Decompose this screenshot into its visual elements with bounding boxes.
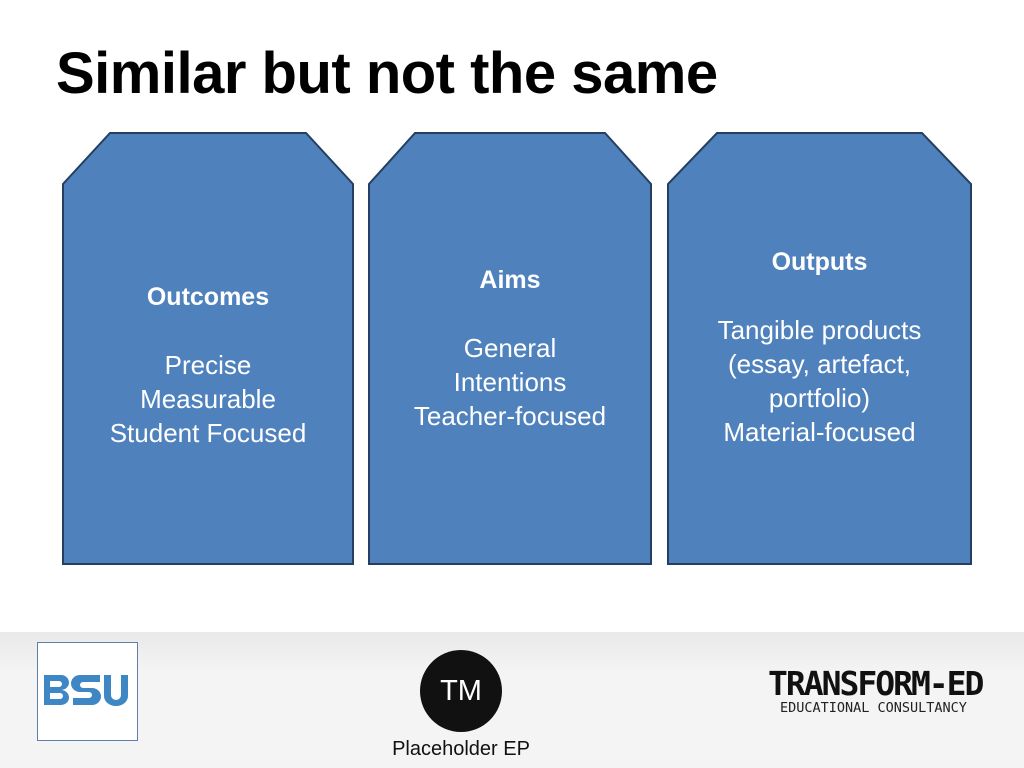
card-heading: Aims bbox=[479, 266, 541, 294]
placeholder-caption: Placeholder EP bbox=[392, 738, 530, 760]
transform-ed-logo: TRANSFORM-ED EDUCATIONAL CONSULTANCY bbox=[768, 664, 988, 724]
card-line: Student Focused bbox=[109, 418, 307, 448]
transform-ed-title: TRANSFORM-ED bbox=[768, 664, 984, 703]
card-line: Material-focused bbox=[723, 417, 916, 447]
card-text: Outputs Tangible products (essay, artefa… bbox=[667, 245, 972, 449]
card-aims: Aims General Intentions Teacher-focused bbox=[368, 132, 652, 565]
card-line: (essay, artefact, bbox=[727, 349, 912, 379]
card-line: General bbox=[463, 333, 557, 363]
card-shape bbox=[667, 132, 972, 565]
transform-ed-subtitle: EDUCATIONAL CONSULTANCY bbox=[780, 700, 967, 716]
footer-bar bbox=[0, 632, 1024, 768]
card-line: Teacher-focused bbox=[413, 401, 607, 431]
card-text: Outcomes Precise Measurable Student Focu… bbox=[62, 280, 354, 450]
card-shape bbox=[368, 132, 652, 565]
tm-logo: TM bbox=[420, 650, 502, 732]
card-outcomes: Outcomes Precise Measurable Student Focu… bbox=[62, 132, 354, 565]
card-outputs: Outputs Tangible products (essay, artefa… bbox=[667, 132, 972, 565]
card-line: Precise bbox=[164, 350, 252, 380]
card-heading: Outputs bbox=[771, 248, 868, 276]
card-line: portfolio) bbox=[768, 383, 871, 413]
card-heading: Outcomes bbox=[146, 283, 270, 311]
slide-title: Similar but not the same bbox=[56, 41, 718, 106]
card-line: Tangible products bbox=[717, 315, 922, 345]
bsu-logo-graphic bbox=[44, 675, 128, 706]
card-line: Intentions bbox=[453, 367, 567, 397]
card-shape bbox=[62, 132, 354, 565]
card-line: Measurable bbox=[140, 384, 276, 414]
card-text: Aims General Intentions Teacher-focused bbox=[368, 263, 652, 433]
bsu-logo bbox=[37, 642, 138, 741]
